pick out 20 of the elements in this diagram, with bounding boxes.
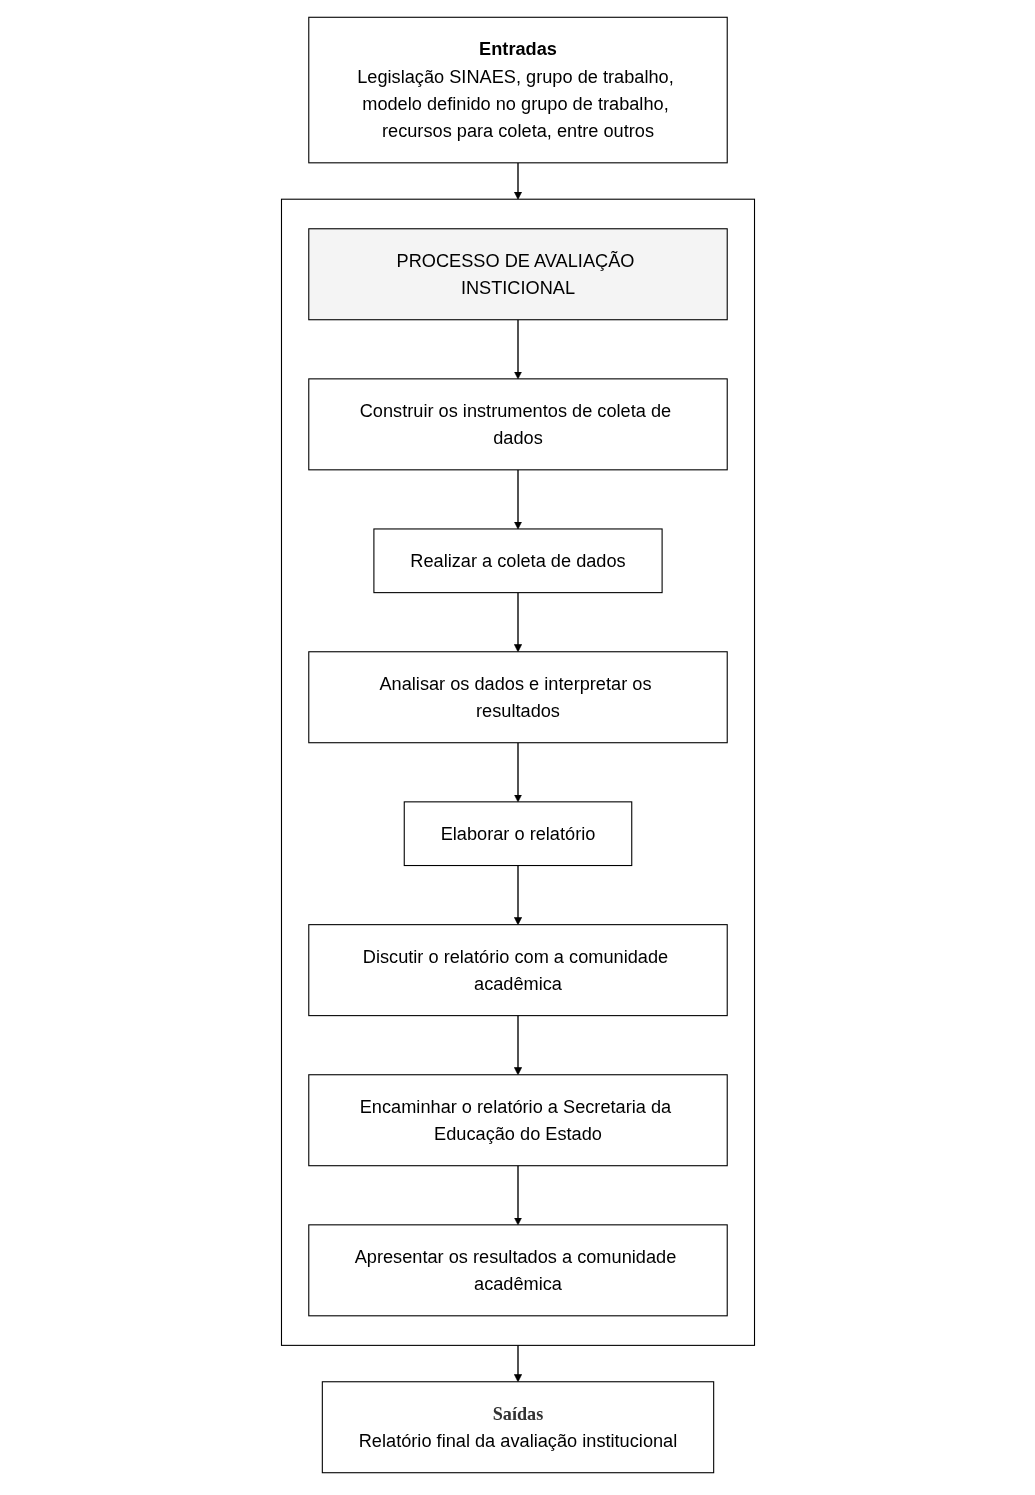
node-box: Realizar a coleta de dados <box>372 528 663 594</box>
node-box: Construir os instrumentos de coleta de dados <box>307 378 728 471</box>
arrow <box>513 162 522 200</box>
arrow <box>513 469 522 530</box>
node-box: PROCESSO DE AVALIAÇÃO INSTICIONAL <box>307 228 728 321</box>
arrow <box>513 319 522 380</box>
arrow <box>513 742 522 803</box>
arrow <box>513 864 522 925</box>
node-box: Apresentar os resultados a comunidade acadêmica <box>307 1224 728 1317</box>
arrow <box>513 591 522 653</box>
node-box: Analisar os dados e interpretar os resultados <box>307 651 728 744</box>
node-box: Saídas Relatório final da avaliação institucional <box>321 1381 714 1474</box>
node-box: Discutir o relatório com a comunidade acadêmica <box>307 924 728 1017</box>
node-box: Elaborar o relatório <box>403 801 632 867</box>
arrow <box>513 1344 522 1383</box>
arrow <box>513 1165 522 1226</box>
arrow <box>513 1014 522 1076</box>
cluster <box>280 198 755 1346</box>
node-box: Encaminhar o relatório a Secretaria da Educação do Estado <box>307 1074 728 1167</box>
node-box: Entradas Legislação SINAES, grupo de trabalho, modelo definido no grupo de trabalho, recursos para coleta, entre outros <box>307 16 728 164</box>
